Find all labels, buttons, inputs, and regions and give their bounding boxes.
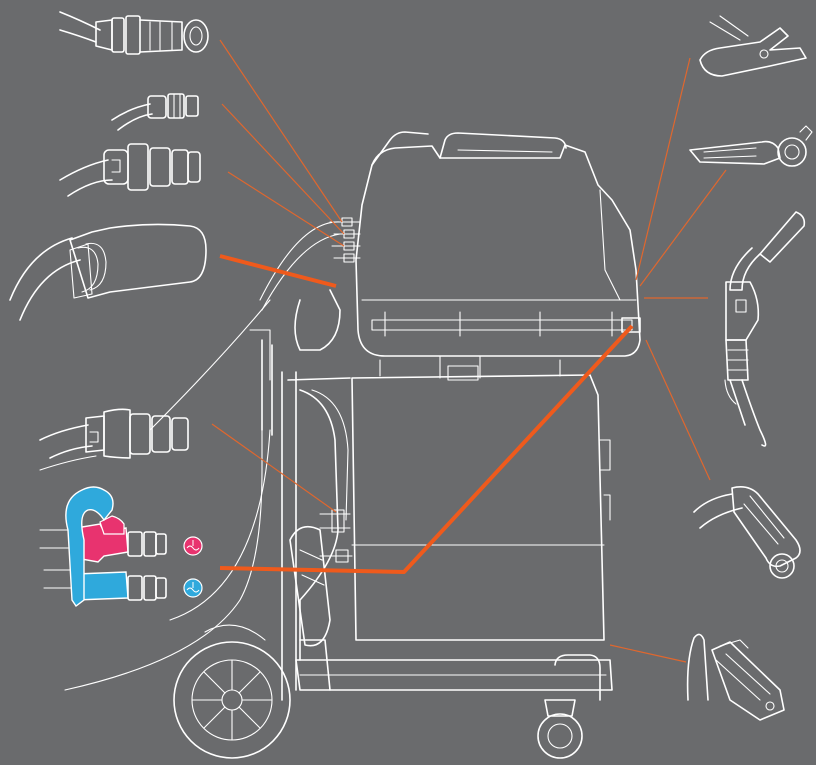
electrode-holder	[690, 126, 812, 166]
tig-torch	[694, 487, 800, 578]
wire-feeder-case	[356, 132, 640, 356]
connector-control	[60, 144, 200, 196]
thermometer-cold-icon	[184, 579, 202, 597]
coolant-connectors	[40, 487, 202, 606]
rear-wheel	[174, 625, 290, 758]
connector-gas	[40, 409, 188, 470]
connector-small	[112, 94, 198, 130]
connector-euro-torch	[10, 224, 206, 320]
earth-clamp-bottom	[688, 634, 784, 720]
thermometer-hot-icon	[184, 537, 202, 555]
hot-coolant-connector	[76, 516, 166, 562]
front-caster-wheel	[538, 700, 582, 758]
earth-clamp-top	[700, 16, 806, 76]
connector-coax-top	[60, 12, 208, 54]
mig-torch	[725, 212, 804, 446]
power-source-body	[352, 356, 610, 640]
